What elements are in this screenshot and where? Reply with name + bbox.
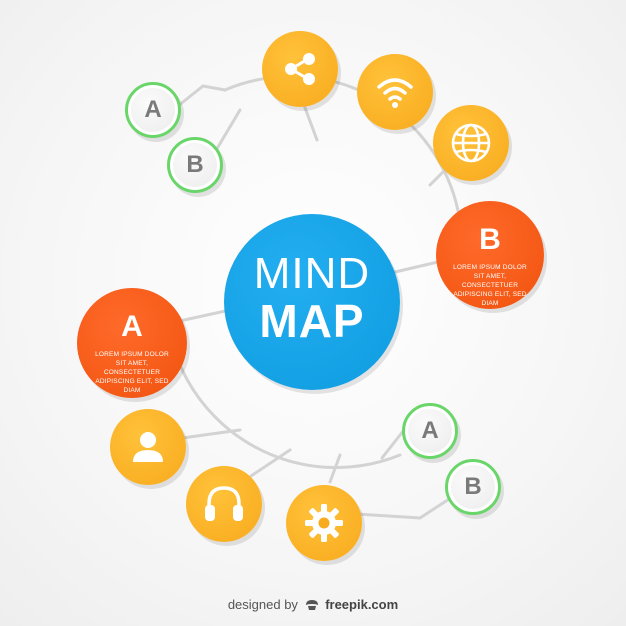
main-node-b-text: LOREM IPSUM DOLOR SIT AMET, CONSECTETUER… bbox=[453, 264, 527, 307]
main-node-b: B LOREM IPSUM DOLOR SIT AMET, CONSECTETU… bbox=[436, 201, 544, 309]
leaf-bottom-b-label: B bbox=[464, 473, 482, 500]
globe-node bbox=[433, 105, 509, 181]
share-icon bbox=[285, 53, 315, 85]
main-node-a-letter: A bbox=[121, 310, 143, 343]
leaf-bottom-a: A bbox=[402, 403, 458, 459]
headphones-node bbox=[186, 466, 262, 542]
headphones-icon bbox=[205, 486, 243, 521]
leaf-top-a-label: A bbox=[144, 96, 162, 123]
freepik-logo-icon bbox=[305, 599, 319, 614]
credit-line: designed by freepik.com bbox=[0, 597, 626, 614]
leaf-bottom-b: B bbox=[445, 459, 501, 515]
credit-brand[interactable]: freepik.com bbox=[325, 597, 399, 612]
main-node-b-letter: B bbox=[479, 223, 501, 256]
center-title-line1: MIND bbox=[253, 249, 371, 298]
leaf-top-a: A bbox=[125, 82, 181, 138]
main-node-a: A LOREM IPSUM DOLOR SIT AMET, CONSECTETU… bbox=[77, 288, 187, 398]
leaf-top-b-label: B bbox=[186, 151, 204, 178]
center-node: MIND MAP bbox=[224, 214, 400, 390]
gear-node bbox=[286, 485, 362, 561]
globe-icon bbox=[451, 123, 491, 163]
main-node-a-text: LOREM IPSUM DOLOR SIT AMET, CONSECTETUER… bbox=[95, 351, 169, 394]
share-node bbox=[262, 31, 338, 107]
gear-icon bbox=[305, 504, 343, 542]
credit-prefix: designed by bbox=[227, 597, 298, 612]
wifi-node bbox=[357, 54, 433, 130]
leaf-bottom-a-label: A bbox=[421, 417, 439, 444]
center-title-line2: MAP bbox=[259, 295, 365, 347]
wifi-icon bbox=[377, 78, 413, 108]
user-node bbox=[110, 409, 186, 485]
user-icon bbox=[133, 432, 163, 462]
leaf-top-b: B bbox=[167, 137, 223, 193]
